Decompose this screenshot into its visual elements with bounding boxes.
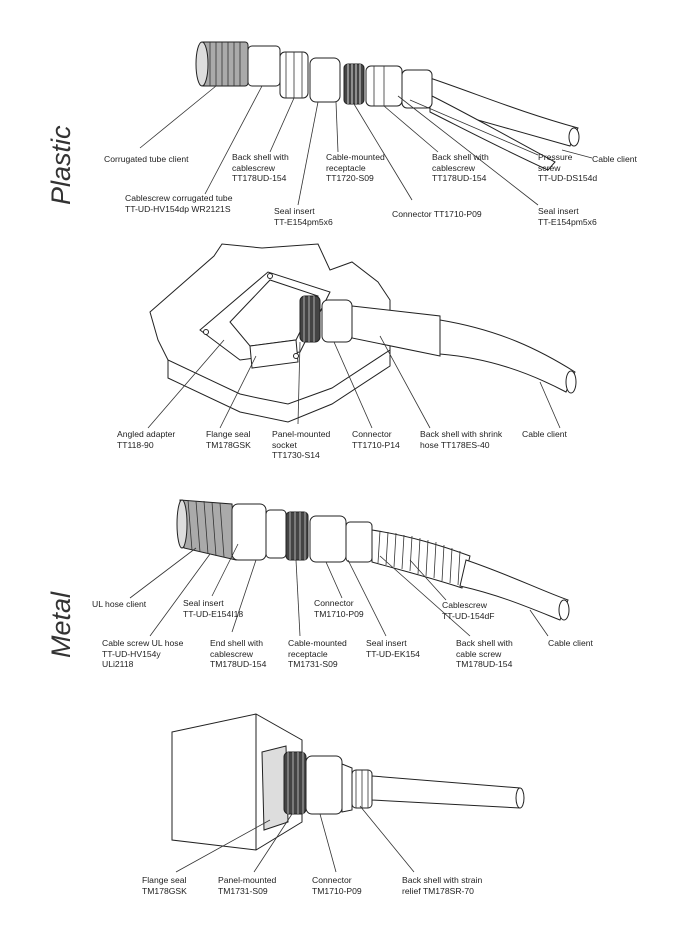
back-shell-metal	[345, 521, 373, 563]
assembly-metal-cable	[129, 499, 570, 637]
cable-2	[429, 94, 556, 171]
assembly-plastic-panel	[147, 243, 577, 429]
label-back-shell-1: Back shell with cablescrew TT178UD-154	[232, 152, 289, 183]
label-seal-insert-3: Seal insert TT-UD-E154I18	[183, 598, 244, 619]
label-cable-client-1: Cable client	[592, 154, 637, 164]
label-pressure-screw: Pressure screw TT-UD-DS154d	[538, 152, 598, 183]
connector-3	[309, 515, 347, 563]
label-back-shell-strain-relief: Back shell with strain relief TM178SR-70	[402, 875, 483, 896]
label-cable-client-3: Cable client	[548, 638, 593, 648]
cablescrew-tube-body	[247, 45, 281, 87]
connector-2	[321, 299, 353, 343]
shrink-hose	[351, 305, 441, 357]
label-panel-mounted: Panel-mounted TM1731-S09	[218, 875, 277, 896]
label-panel-mounted-socket: Panel-mounted socket TT1730-S14	[272, 429, 331, 460]
label-angled-adapter: Angled adapter TT118-90	[117, 429, 176, 450]
assembly-plastic-cable	[139, 41, 593, 206]
panel-socket	[299, 295, 321, 343]
pressure-screw	[401, 69, 433, 109]
label-cablescrew: Cablescrew TT-UD-154dF	[442, 600, 495, 621]
label-connector-2: Connector TT1710-P14	[352, 429, 400, 450]
label-connector-3: Connector TM1710-P09	[314, 598, 364, 619]
label-cable-mounted-receptacle-2: Cable-mounted receptacle TM1731-S09	[288, 638, 347, 669]
flange-seal-metal	[261, 745, 289, 831]
adapter-front	[249, 339, 299, 369]
label-cable-screw-ul-hose: Cable screw UL hose TT-UD-HV154y ULi2118	[102, 638, 184, 669]
label-flange-seal-2: Flange seal TM178GSK	[142, 875, 187, 896]
label-back-shell-2: Back shell with cablescrew TT178UD-154	[432, 152, 489, 183]
label-seal-insert-1: Seal insert TT-E154pm5x6	[274, 206, 333, 227]
label-seal-insert-2: Seal insert TT-E154pm5x6	[538, 206, 597, 227]
connector-4	[305, 755, 343, 815]
receptacle-1	[309, 57, 341, 103]
cable-5	[371, 775, 521, 809]
label-flange-seal-1: Flange seal TM178GSK	[206, 429, 251, 450]
label-corrugated-tube-client: Corrugated tube client	[104, 154, 189, 164]
label-cable-mounted-receptacle-1: Cable-mounted receptacle TT1720-S09	[326, 152, 385, 183]
label-back-shell-cable-screw: Back shell with cable screw TM178UD-154	[456, 638, 513, 669]
label-connector-1: Connector TT1710-P09	[392, 209, 482, 219]
label-seal-insert-4: Seal insert TT-UD-EK154	[366, 638, 420, 659]
cable-4	[459, 559, 569, 621]
cable-3	[439, 319, 576, 393]
end-shell	[231, 503, 267, 561]
seal-insert-3	[265, 509, 287, 559]
label-ul-hose-client: UL hose client	[92, 599, 147, 609]
wall-edge	[167, 350, 391, 423]
label-cable-client-2: Cable client	[522, 429, 567, 439]
cable-end-1	[568, 127, 580, 147]
corrugated-tube	[195, 41, 249, 87]
ul-hose	[176, 499, 237, 561]
section-label-metal: Metal	[46, 591, 76, 658]
label-cablescrew-corrugated-tube: Cablescrew corrugated tube TT-UD-HV154dp…	[125, 193, 233, 214]
label-back-shell-shrink: Back shell with shrink hose TT178ES-40	[420, 429, 503, 450]
label-connector-4: Connector TM1710-P09	[312, 875, 362, 896]
cablescrew-hose	[371, 529, 471, 589]
connector-1	[343, 63, 365, 105]
section-label-plastic: Plastic	[46, 125, 76, 205]
assembly-metal-panel	[171, 713, 525, 873]
receptacle-metal	[285, 511, 309, 561]
label-end-shell: End shell with cablescrew TM178UD-154	[210, 638, 267, 669]
